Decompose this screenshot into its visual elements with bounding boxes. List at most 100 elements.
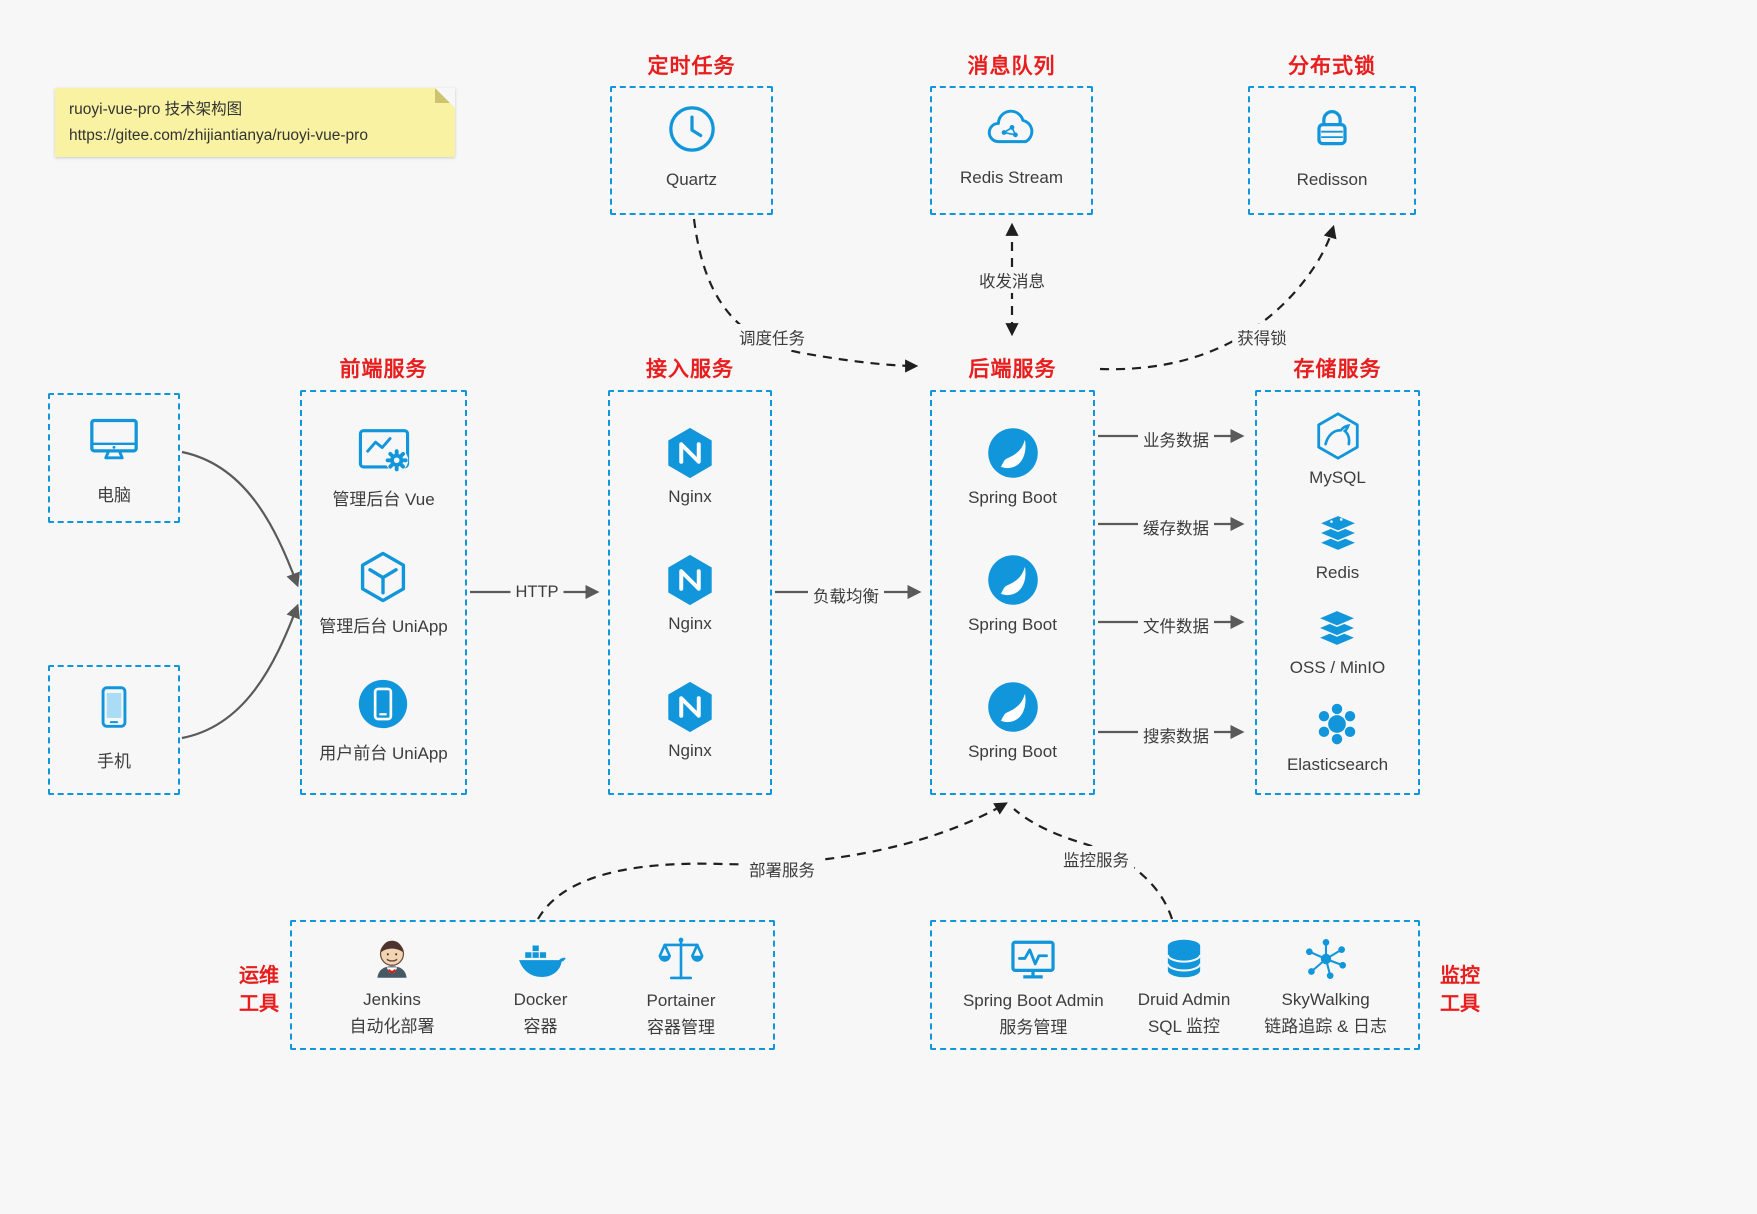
nginx-icon	[668, 427, 712, 478]
druid-icon	[1166, 939, 1202, 977]
ops-item-name: Portainer	[646, 990, 716, 1010]
nginx-icon	[668, 681, 712, 732]
edge-pc-frontend	[181, 450, 300, 588]
gateway-item-label: Nginx	[668, 613, 712, 633]
dlock-panel: Redisson	[1248, 86, 1416, 215]
edge-label-file: 文件数据	[1138, 612, 1214, 638]
edge-label-search: 搜索数据	[1138, 722, 1214, 748]
clock-icon	[668, 106, 715, 152]
monitoring-item-desc: SQL 监控	[1147, 1016, 1221, 1036]
monitoring-title: 监控 工具	[1440, 965, 1480, 1015]
dlock-label: Redisson	[1296, 170, 1368, 189]
scheduler-label: Quartz	[665, 170, 718, 189]
scheduler-panel: Quartz	[610, 86, 773, 215]
frontend-item-admin-uniapp: 管理后台 UniApp	[319, 548, 448, 637]
edge-label-deploy: 部署服务	[744, 856, 820, 882]
edge-label-loadbalance: 负载均衡	[808, 582, 884, 608]
spring-boot-admin-icon	[1011, 940, 1056, 978]
ops-item-name: Docker	[513, 989, 568, 1009]
client-mobile-panel: 手机	[48, 665, 180, 795]
ops-item-name: Jenkins	[363, 989, 421, 1009]
skywalking-icon	[1305, 938, 1346, 979]
monitoring-panel: Spring Boot Admin 服务管理 Druid Admin SQL 监…	[930, 920, 1420, 1050]
ops-title: 运维 工具	[239, 965, 279, 1015]
monitoring-item-druid: Druid Admin SQL 监控	[1137, 934, 1231, 1037]
frontend-item-user-uniapp: 用户前台 UniApp	[319, 675, 448, 764]
storage-item-mysql: MySQL	[1309, 410, 1366, 488]
note-title: ruoyi-vue-pro 技术架构图	[69, 101, 243, 118]
backend-item-label: Spring Boot	[968, 614, 1057, 634]
mq-label: Redis Stream	[960, 168, 1063, 187]
backend-item-springboot-3: Spring Boot	[968, 678, 1057, 762]
oss-minio-icon	[1317, 609, 1358, 647]
gateway-title: 接入服务	[646, 358, 734, 381]
mq-panel: Redis Stream	[930, 86, 1093, 215]
edge-label-monitor: 监控服务	[1058, 846, 1134, 872]
storage-item-elasticsearch: Elasticsearch	[1287, 699, 1388, 775]
client-pc-panel: 电脑	[48, 393, 180, 523]
ops-item-docker: Docker 容器	[514, 934, 568, 1037]
storage-item-label: Redis	[1315, 563, 1360, 583]
storage-item-oss-minio: OSS / MinIO	[1290, 604, 1385, 678]
gateway-item-label: Nginx	[668, 740, 712, 760]
monitoring-item-sba: Spring Boot Admin 服务管理	[963, 933, 1104, 1038]
storage-item-label: MySQL	[1309, 468, 1366, 488]
ops-item-desc: 自动化部署	[349, 1016, 435, 1036]
client-pc-label: 电脑	[97, 486, 131, 505]
monitoring-item-name: Druid Admin	[1137, 989, 1231, 1009]
spring-boot-icon	[987, 681, 1038, 732]
backend-item-springboot-1: Spring Boot	[968, 424, 1057, 508]
storage-item-redis: Redis	[1312, 509, 1364, 583]
padlock-icon	[1317, 110, 1347, 146]
edge-mobile-frontend	[181, 603, 300, 740]
ops-item-portainer: Portainer 容器管理	[646, 933, 716, 1038]
monitoring-item-name: Spring Boot Admin	[962, 990, 1104, 1010]
backend-title: 后端服务	[968, 358, 1057, 381]
edge-lock-line	[1099, 224, 1337, 371]
edge-label-cache: 缓存数据	[1138, 514, 1214, 540]
backend-item-label: Spring Boot	[968, 487, 1057, 507]
monitor-icon	[90, 418, 138, 460]
user-app-icon	[359, 679, 408, 729]
redis-icon	[1317, 514, 1358, 552]
monitoring-item-skywalking: SkyWalking 链路追踪 & 日志	[1264, 934, 1387, 1037]
storage-item-label: Elasticsearch	[1286, 754, 1389, 774]
gateway-panel: Nginx Nginx Nginx	[608, 390, 772, 795]
monitoring-item-desc: 链路追踪 & 日志	[1264, 1016, 1388, 1036]
gateway-item-nginx-3: Nginx	[662, 679, 718, 761]
edge-label-message: 收发消息	[974, 267, 1050, 293]
storage-title: 存储服务	[1293, 358, 1382, 381]
edge-label-lock: 获得锁	[1232, 324, 1292, 350]
frontend-item-label: 用户前台 UniApp	[319, 744, 448, 763]
docker-icon	[518, 945, 566, 977]
client-mobile-label: 手机	[97, 752, 131, 771]
edge-label-business: 业务数据	[1138, 426, 1214, 452]
storage-item-label: OSS / MinIO	[1289, 657, 1386, 677]
ops-item-jenkins: Jenkins 自动化部署	[350, 934, 435, 1037]
spring-boot-icon	[987, 427, 1038, 478]
frontend-item-label: 管理后台 Vue	[332, 490, 435, 509]
spring-boot-icon	[987, 554, 1038, 605]
monitoring-item-name: SkyWalking	[1281, 989, 1370, 1009]
gateway-item-nginx-1: Nginx	[662, 425, 718, 507]
frontend-item-admin-vue: 管理后台 Vue	[332, 421, 435, 510]
portainer-icon	[658, 937, 704, 979]
mysql-icon	[1316, 412, 1359, 460]
gateway-item-label: Nginx	[668, 486, 712, 506]
mq-title: 消息队列	[967, 55, 1056, 78]
gateway-item-nginx-2: Nginx	[662, 552, 718, 634]
frontend-item-label: 管理后台 UniApp	[319, 617, 448, 636]
note-url: https://gitee.com/zhijiantianya/ruoyi-vu…	[69, 126, 368, 144]
nginx-icon	[668, 554, 712, 605]
cloud-stream-icon	[987, 109, 1033, 144]
jenkins-icon	[377, 940, 407, 978]
edge-label-schedule: 调度任务	[734, 324, 810, 350]
note-fold-icon	[435, 88, 455, 108]
edge-label-http: HTTP	[510, 582, 564, 603]
ops-item-desc: 容器	[523, 1016, 558, 1036]
backend-panel: Spring Boot Spring Boot Spring Boot	[930, 390, 1095, 795]
backend-item-label: Spring Boot	[968, 741, 1057, 761]
uniapp-hexagon-icon	[361, 551, 406, 603]
storage-panel: MySQL Redis OSS / Mi	[1255, 390, 1420, 795]
